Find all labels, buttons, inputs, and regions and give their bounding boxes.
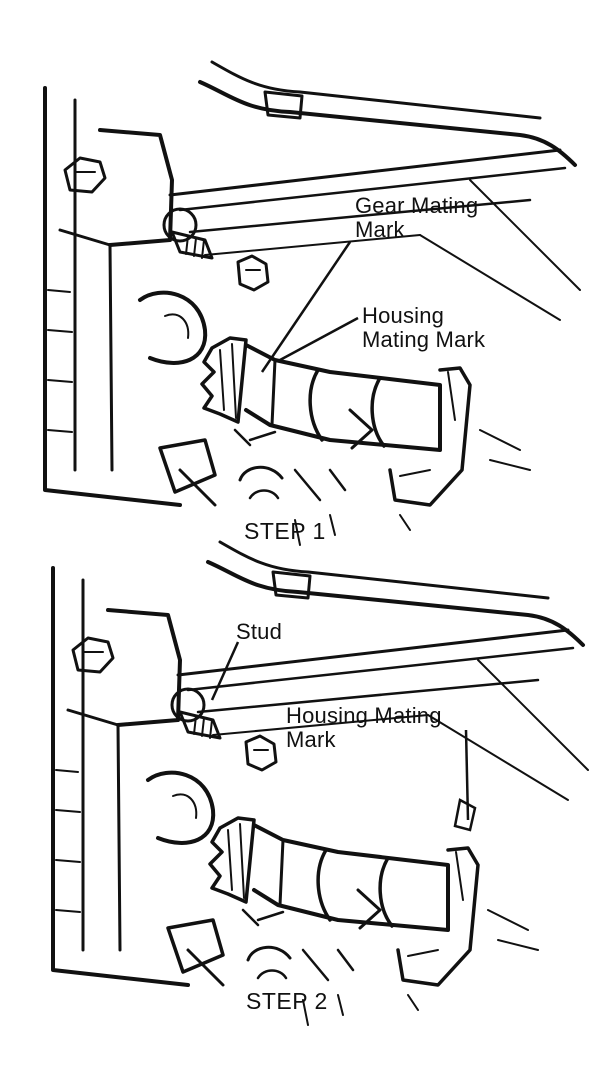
housing-mating-mark-leader-2 (464, 729, 470, 821)
step-2-leaders (210, 641, 477, 832)
housing-mating-mark-label-1: Housing Mating Mark (362, 303, 486, 352)
step-2-label: STEP 2 (246, 988, 328, 1014)
stud-leader (210, 641, 240, 701)
housing-mating-mark-label-2: Housing Mating Mark (286, 703, 442, 752)
step-2-panel (51, 540, 590, 1027)
step-1-label: STEP 1 (244, 518, 326, 544)
mating-mark-notch (453, 798, 477, 832)
housing-mating-mark-leader-1 (279, 316, 359, 362)
stud-label: Stud (236, 619, 283, 644)
step-1-panel (43, 60, 582, 547)
gear-mating-mark-leader (260, 241, 352, 373)
gear-mating-mark-label: Gear Mating Mark (355, 193, 479, 242)
